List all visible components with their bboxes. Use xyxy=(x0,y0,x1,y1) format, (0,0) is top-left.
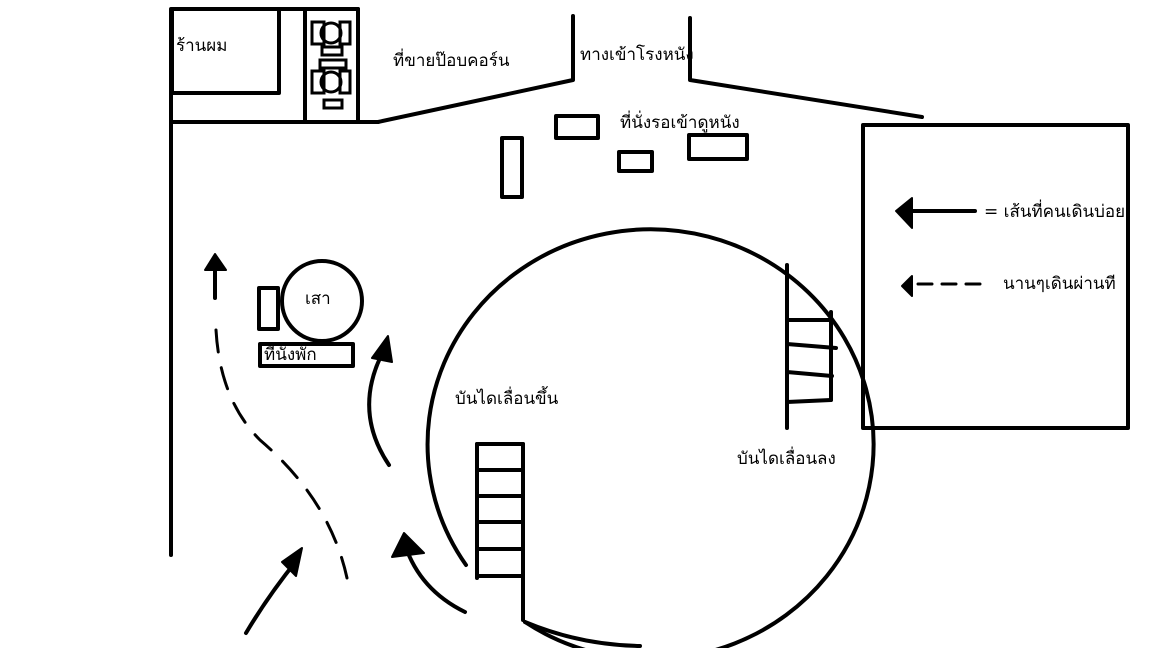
legend-arrowhead-icon xyxy=(895,197,913,229)
theater-entrance-label: ทางเข้าโรงหนัง xyxy=(580,44,694,65)
legend-occasional-path-text: นานๆเดินผ่านที xyxy=(1003,274,1116,294)
walls xyxy=(169,7,924,557)
waiting-bench xyxy=(687,133,749,161)
atrium-circle-bottom xyxy=(523,620,642,648)
escalator-down-label: บันไดเลื่อนลง xyxy=(737,446,836,469)
rest-seat-side xyxy=(257,286,280,331)
arrowhead-icon xyxy=(204,253,227,271)
theater-entrance-right-wall xyxy=(688,16,924,119)
escalator-down: บันไดเลื่อนลง xyxy=(737,263,838,469)
waiting-bench xyxy=(500,136,524,199)
legend-box xyxy=(861,123,1130,430)
legend: = เส้นที่คนเดินบ่อย นานๆเดินผ่านที xyxy=(861,123,1130,430)
arrowhead-icon xyxy=(371,335,393,363)
popcorn-stand-label: ที่ขายป๊อบคอร์น xyxy=(393,48,510,71)
waiting-bench xyxy=(554,114,600,140)
atrium-circle xyxy=(425,227,876,648)
waiting-bench xyxy=(617,150,654,173)
occasional-path-line xyxy=(214,328,349,580)
legend-arrowhead-icon xyxy=(901,275,913,297)
frequent-path-arrow xyxy=(367,348,391,467)
barber-shop-label: ร้านผม xyxy=(176,36,227,56)
barber-shop: ร้านผม xyxy=(170,7,281,95)
arrowhead-icon xyxy=(281,547,303,577)
escalator-up-label: บันไดเลื่อนขึ้น xyxy=(455,386,559,409)
rest-seat-label: ที่นั่งพัก xyxy=(264,342,317,365)
popcorn-machine-icon xyxy=(310,20,352,110)
rest-seat: ที่นั่งพัก xyxy=(257,286,355,368)
theater-entrance-left-wall xyxy=(376,14,575,124)
frequent-path-arrow xyxy=(244,558,299,635)
waiting-seats: ที่นั่งรอเข้าดูหนัง xyxy=(500,110,749,199)
escalator-up: บันไดเลื่อนขึ้น xyxy=(455,386,559,622)
rest-seat-bench xyxy=(258,342,355,368)
pillar-label: เสา xyxy=(305,289,331,309)
walking-paths xyxy=(204,253,467,635)
arrowhead-icon xyxy=(391,532,425,558)
waiting-seats-label: ที่นั่งรอเข้าดูหนัง xyxy=(620,110,740,133)
pillar-circle xyxy=(280,259,364,343)
legend-frequent-path-text: = เส้นที่คนเดินบ่อย xyxy=(984,199,1125,222)
pillar: เสา xyxy=(280,259,364,343)
